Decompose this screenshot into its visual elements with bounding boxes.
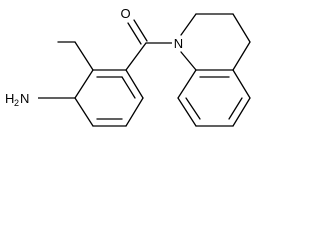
atom-nitrogen-ring: N bbox=[172, 36, 185, 51]
molecule-structure: O N H 2 N bbox=[4, 6, 251, 127]
bond-n-c2 bbox=[180, 13, 197, 36]
bond-n-c8a bbox=[180, 51, 197, 71]
structure-canvas: O N H 2 N bbox=[4, 6, 251, 127]
atom-oxygen: O bbox=[119, 6, 132, 21]
svg-text:N: N bbox=[20, 91, 29, 106]
svg-text:2: 2 bbox=[14, 98, 19, 108]
ring-saturated bbox=[195, 13, 251, 71]
ring-aniline bbox=[74, 69, 144, 127]
svg-text:N: N bbox=[174, 36, 183, 51]
svg-text:O: O bbox=[120, 6, 130, 21]
bond-methyl bbox=[74, 41, 94, 71]
bond-carbonyl-ring bbox=[125, 42, 147, 71]
ring-benzo bbox=[177, 69, 251, 127]
carbonyl-double-bond bbox=[127, 19, 148, 45]
svg-text:H: H bbox=[5, 91, 14, 106]
atom-amine: H 2 N bbox=[4, 90, 38, 108]
